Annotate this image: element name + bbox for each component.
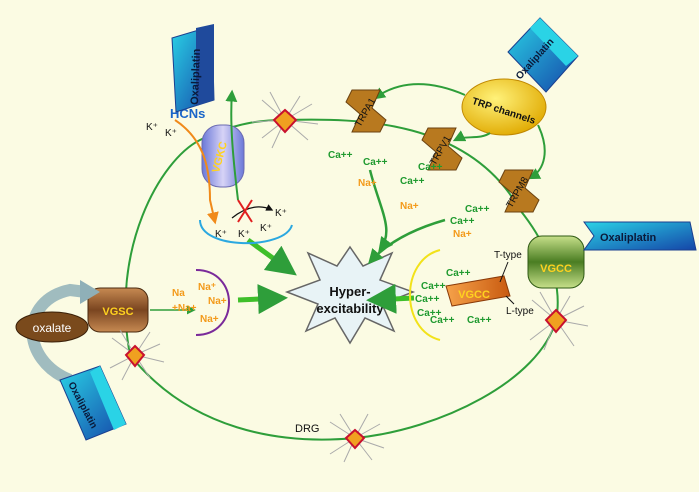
ca-vgcc-5: Ca++ — [430, 315, 455, 326]
t-type-line — [499, 261, 509, 283]
thin-converging-arrows — [368, 169, 446, 265]
oxalate-arrowhead — [80, 280, 100, 304]
ca-vgcc-3: Ca++ — [415, 294, 440, 305]
arrow-from-trpa1 — [368, 169, 394, 253]
neuron-cell-top — [251, 91, 319, 149]
trp-to-trpm8-arrow — [527, 124, 546, 180]
na-vgsc-5: Na+ — [200, 314, 219, 325]
l-type-label: L-type — [506, 306, 534, 317]
na-trpm8-1: Na+ — [400, 201, 419, 212]
drg-neuron — [329, 413, 385, 463]
na-trpm8-2: Na+ — [453, 229, 472, 240]
oxalate-cluster: oxalate — [15, 280, 100, 386]
arrow-from-vgkc — [246, 237, 297, 276]
k-ion-arc1: K⁺ — [275, 208, 287, 219]
trp-to-trpv1-arrow — [452, 130, 491, 142]
hyperexcitability-line2: excitability — [316, 301, 384, 316]
k-ion-upper2: K⁺ — [165, 128, 177, 139]
vgcc-arc — [409, 249, 441, 341]
vgcc-inner-label: VGCC — [458, 289, 490, 301]
k-ion-arc2: K⁺ — [215, 229, 227, 240]
ca-vgcc-2: Ca++ — [421, 281, 446, 292]
hcn-arrow — [174, 119, 219, 225]
vgkc-channel — [201, 124, 245, 188]
vgsc-cluster: VGSC Na +Na+ Na⁺ Na+ Na+ — [87, 269, 230, 336]
t-type-label: T-type — [494, 250, 522, 261]
oxaliplatin-top-label: Oxaliplatin — [189, 48, 203, 105]
neuron-cell-left — [109, 329, 165, 381]
l-type-line — [505, 295, 515, 305]
oxalate-shape — [15, 311, 89, 343]
oxaliplatin-bottom: Oxaliplatin — [59, 365, 127, 441]
na-vgsc-4: Na+ — [208, 296, 227, 307]
neuron-loop-bottom — [129, 319, 557, 441]
trp-to-trpa1-arrow — [373, 83, 466, 100]
ca-trpv1-2: Ca++ — [400, 176, 425, 187]
vgcc-outer-channel — [527, 235, 585, 289]
k-ion-upper1: K⁺ — [146, 122, 158, 133]
ca-vgcc-4: Ca++ — [417, 308, 442, 319]
ca-trpa1-2: Ca++ — [363, 157, 388, 168]
trpa1-channel: TRPA1 Ca++ Ca++ — [328, 89, 388, 168]
vgcc-outer-label: VGCC — [540, 263, 572, 275]
converging-arrows — [237, 237, 415, 315]
blocked-cross-icon — [237, 199, 253, 223]
hyperexcitability-line1: Hyper- — [329, 284, 370, 299]
neuron-cell-right — [529, 291, 589, 351]
oxalate-label: oxalate — [33, 321, 72, 335]
ca-trpm8-2: Ca++ — [450, 216, 475, 227]
trp-hub: TRP channels — [373, 78, 547, 180]
vgcc-inner-channel — [445, 275, 511, 307]
k-ion-arc3: K⁺ — [238, 229, 250, 240]
ca-trpa1-1: Ca++ — [328, 150, 353, 161]
vgsc-label: VGSC — [102, 306, 133, 318]
vgsc-arc — [195, 269, 230, 336]
oxaliplatin-top: Oxaliplatin — [171, 24, 215, 113]
na-vgsc-3: Na⁺ — [198, 282, 216, 293]
oxaliplatin-vgcc-label: Oxaliplatin — [600, 232, 657, 244]
na-vgsc-2: +Na+ — [172, 303, 197, 314]
drg-label: DRG — [295, 423, 319, 435]
arrow-from-vgcc — [366, 283, 415, 314]
ca-vgcc-6: Ca++ — [467, 315, 492, 326]
k-arrow — [231, 204, 274, 219]
na-trpv1: Na+ — [358, 178, 377, 189]
ca-trpm8-1: Ca++ — [465, 204, 490, 215]
vgkc-arc — [199, 219, 293, 245]
vgkc-cluster: VGKC HCNs K⁺ K⁺ K⁺ K⁺ K⁺ K⁺ — [146, 89, 293, 245]
na-vgsc-1: Na — [172, 288, 185, 299]
oxaliplatin-right: Oxaliplatin — [507, 17, 579, 93]
vgcc-cluster: VGCC VGCC T-type L-type Ca++ Ca++ Ca++ C… — [409, 235, 585, 341]
oxaliplatin-vgcc: Oxaliplatin — [583, 221, 697, 251]
k-ion-arc4: K⁺ — [260, 223, 272, 234]
trp-hub-shape — [461, 78, 547, 136]
ca-trpv1-1: Ca++ — [418, 162, 443, 173]
arrow-from-trpm8 — [368, 218, 446, 265]
arrow-from-vgsc — [237, 284, 288, 315]
hyperexcitability-star: Hyper- excitability — [284, 245, 416, 345]
trpm8-channel: TRPM8 Ca++ Ca++ Na+ Na+ — [400, 169, 540, 240]
vgkc-efflux-arrow — [225, 89, 239, 201]
vgsc-channel — [87, 287, 149, 333]
ca-vgcc-1: Ca++ — [446, 268, 471, 279]
